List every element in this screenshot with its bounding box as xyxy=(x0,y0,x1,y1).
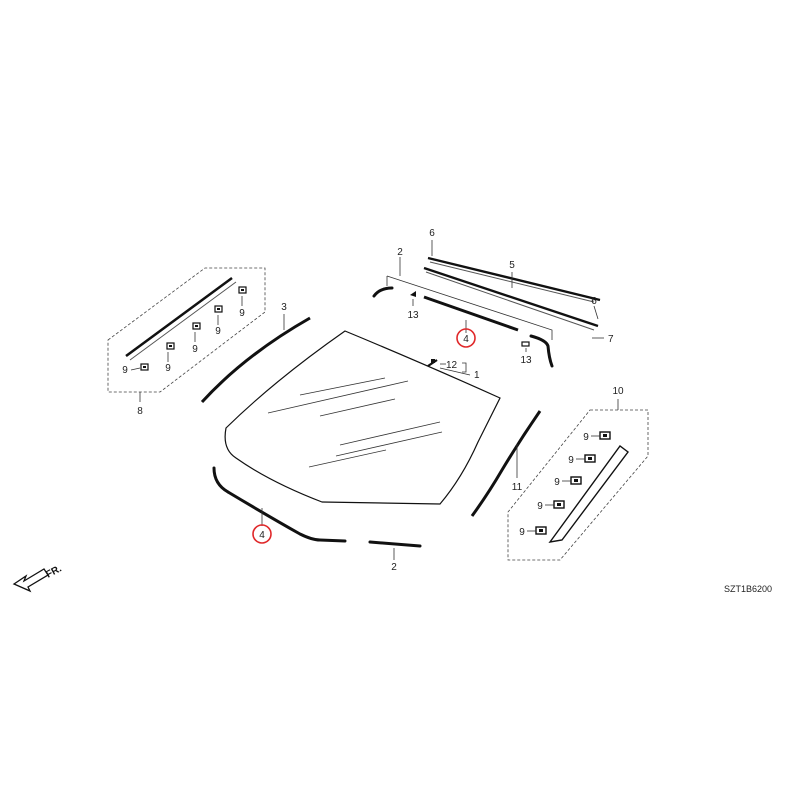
callout-9: 9 xyxy=(165,363,171,374)
callout-5: 5 xyxy=(509,260,515,271)
callout-9: 9 xyxy=(537,501,543,512)
callout-13: 13 xyxy=(407,310,419,321)
left-garnish-strip xyxy=(125,276,233,358)
callout-3: 3 xyxy=(281,302,287,313)
callout-9: 9 xyxy=(215,326,221,337)
callout-9: 9 xyxy=(519,527,525,538)
right-assembly-outline xyxy=(507,409,649,561)
callout-10: 10 xyxy=(612,386,624,397)
callout-11: 11 xyxy=(512,482,523,493)
callout-1: 1 xyxy=(474,370,480,381)
right-pillar-molding: 11 xyxy=(470,410,542,517)
callout-7: 7 xyxy=(608,334,614,345)
callout-9: 9 xyxy=(239,308,245,319)
callout-9: 9 xyxy=(554,477,560,488)
clip-icon xyxy=(238,286,247,294)
callout-2: 2 xyxy=(397,247,403,258)
left-garnish-assembly: 8 9 9 9 9 9 xyxy=(107,267,266,417)
callout-9: 9 xyxy=(568,455,574,466)
clip-icon xyxy=(192,322,201,330)
callout-8: 8 xyxy=(137,406,143,417)
callout-9: 9 xyxy=(583,432,589,443)
clip-icon xyxy=(166,342,175,350)
mirror-base: 12 xyxy=(427,359,467,373)
front-arrow-icon xyxy=(12,568,49,593)
drawing-code: SZT1B6200 xyxy=(724,584,772,594)
callout-2: 2 xyxy=(391,562,397,573)
callout-13: 13 xyxy=(520,355,532,366)
callout-6: 6 xyxy=(591,296,597,307)
callout-9: 9 xyxy=(192,344,198,355)
left-pillar-molding: 3 xyxy=(200,302,311,404)
clip-icon xyxy=(570,476,582,485)
callout-9: 9 xyxy=(122,365,128,376)
windshield-glass: 1 xyxy=(224,330,501,505)
right-clips xyxy=(535,431,611,535)
clip-icon xyxy=(599,431,611,440)
callout-6: 6 xyxy=(429,228,435,239)
callout-12: 12 xyxy=(446,360,458,371)
glass-outline xyxy=(224,330,501,505)
highlight-circle xyxy=(456,328,476,348)
clip-icon xyxy=(584,454,596,463)
front-direction-indicator: FR. xyxy=(12,563,64,593)
left-assembly-outline xyxy=(107,267,266,393)
top-molding-group: 2 13 13 4 xyxy=(372,247,554,368)
clip-icon xyxy=(140,363,149,371)
clip-icon xyxy=(553,500,565,509)
clip-icon xyxy=(214,305,223,313)
clip-icon xyxy=(535,526,547,535)
highlight-circle xyxy=(252,524,272,544)
bottom-molding-group: 4 2 xyxy=(212,466,422,573)
roof-strip-group: 6 5 6 7 xyxy=(423,228,614,345)
left-clips xyxy=(140,286,247,371)
front-label: FR. xyxy=(44,563,64,580)
callout-4: 4 xyxy=(259,530,265,541)
callout-4: 4 xyxy=(463,334,469,345)
right-garnish-strip xyxy=(548,445,629,543)
right-garnish-assembly: 10 9 9 9 9 9 xyxy=(507,386,649,561)
